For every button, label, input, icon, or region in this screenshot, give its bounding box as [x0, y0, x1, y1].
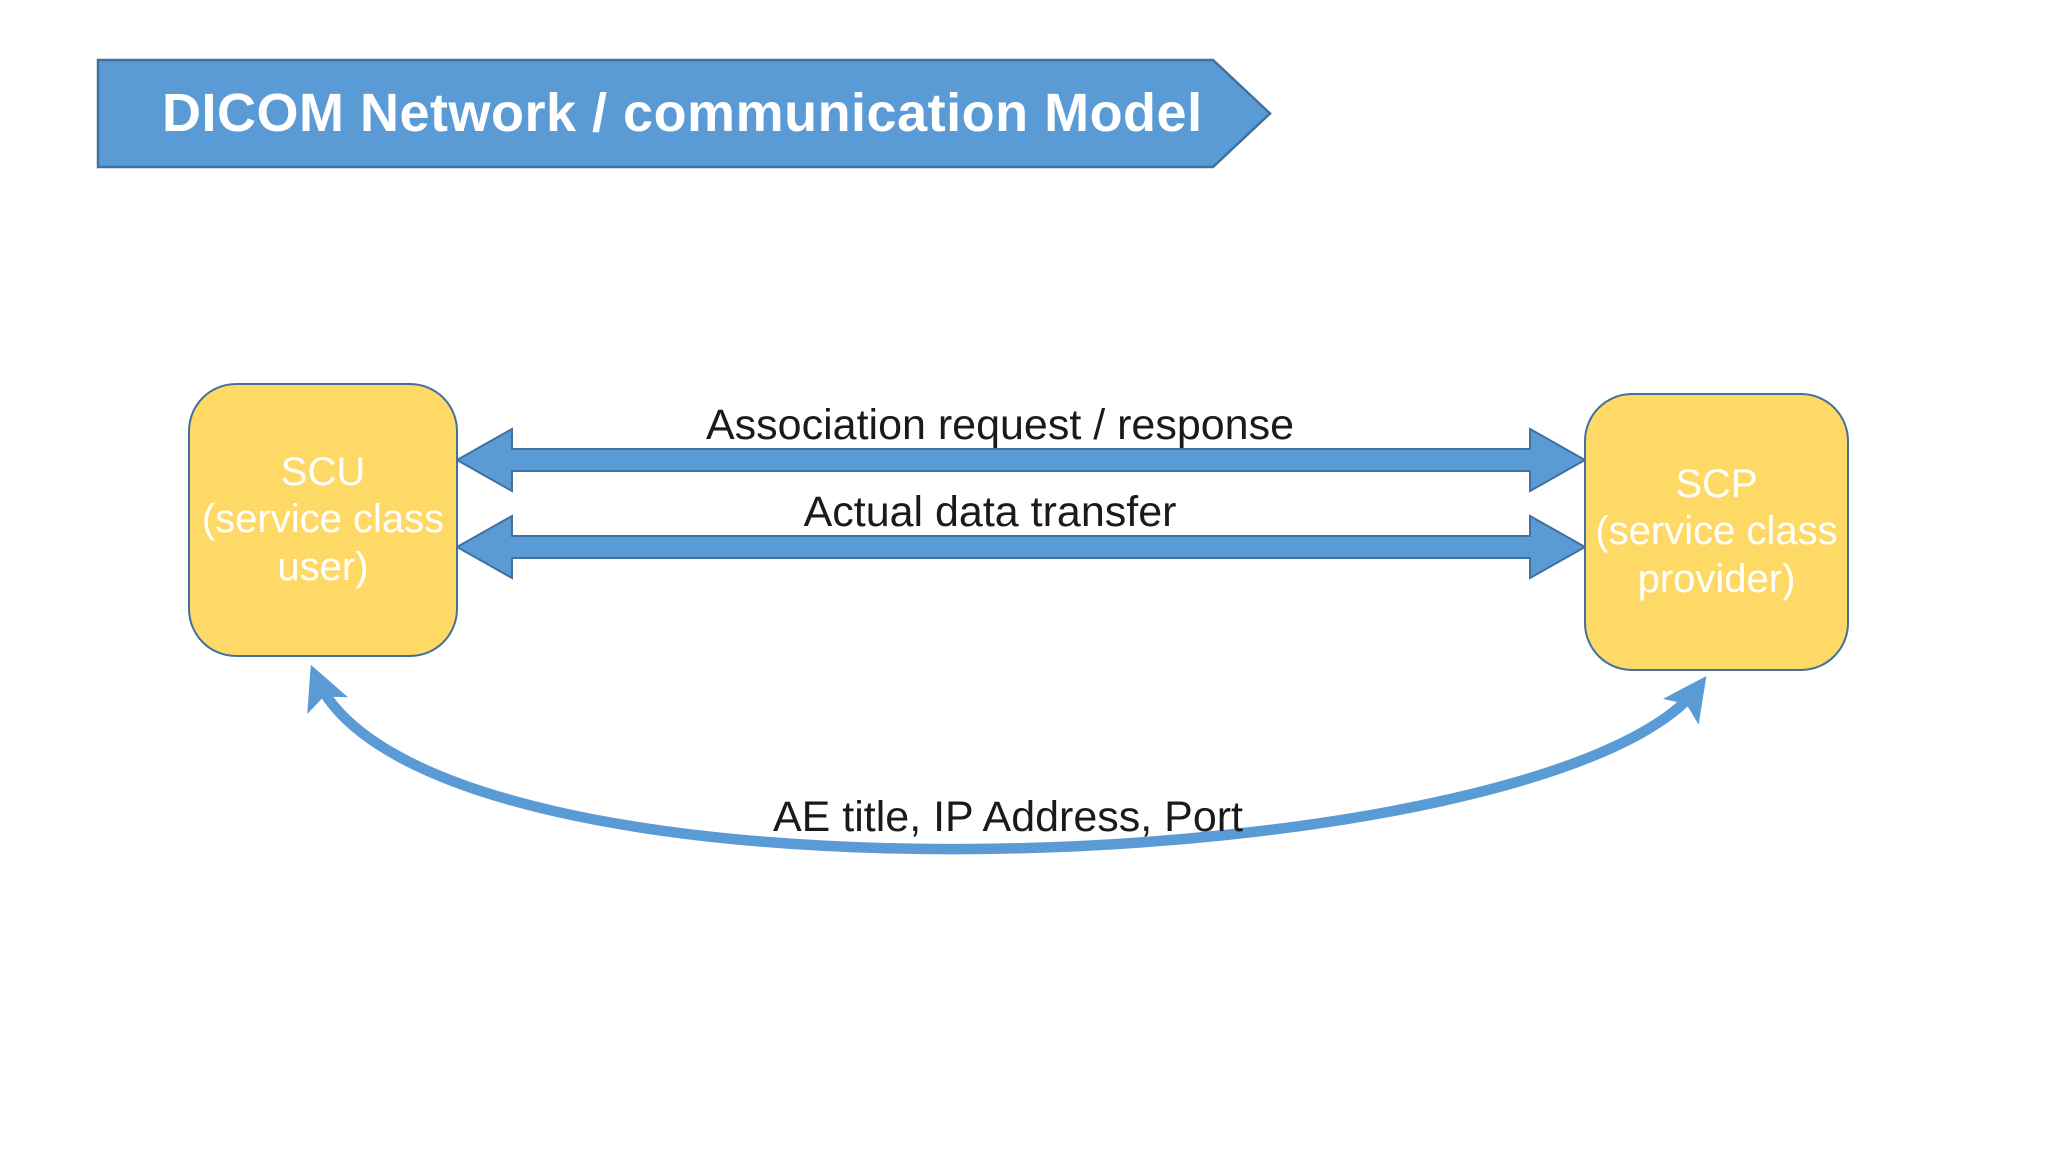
association-arrow-label: Association request / response — [706, 401, 1294, 449]
scu-node: SCU (service class user) — [188, 383, 458, 657]
network-info-arrow-label: AE title, IP Address, Port — [772, 793, 1244, 841]
network-info-curved-arrow — [307, 664, 1707, 855]
data-transfer-arrow-label: Actual data transfer — [803, 488, 1177, 536]
slide-title: DICOM Network / communication Model — [162, 83, 1203, 143]
title-banner-shape — [96, 58, 1272, 169]
scp-node: SCP (service class provider) — [1584, 393, 1849, 671]
